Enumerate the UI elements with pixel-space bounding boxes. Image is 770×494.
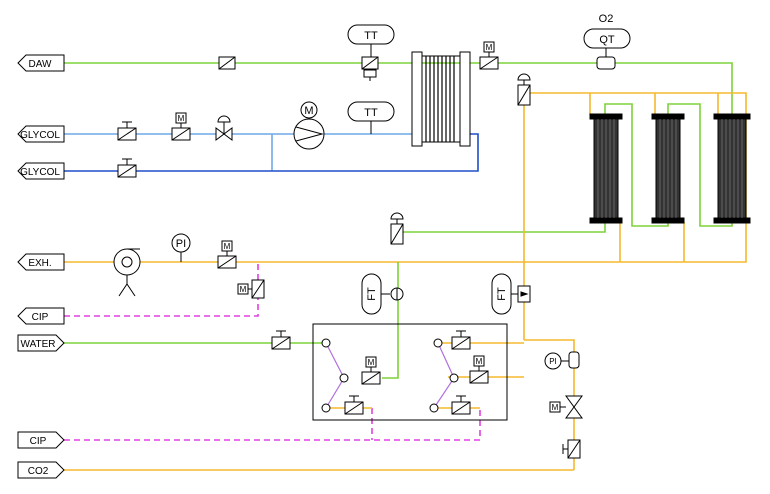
- stream-cip-bottom: CIP: [17, 431, 65, 449]
- manifold-valve-5[interactable]: [451, 395, 471, 415]
- daw-solenoid-valve[interactable]: M: [479, 41, 499, 70]
- ft-left-label: FT: [366, 287, 378, 301]
- stream-daw-label: DAW: [29, 59, 53, 70]
- co2-control-valve[interactable]: M: [549, 395, 583, 419]
- svg-text:M: M: [552, 403, 559, 412]
- manifold-valve-2[interactable]: [344, 395, 364, 415]
- daw-check-valve[interactable]: [218, 56, 236, 70]
- daw-line: [64, 62, 733, 115]
- ft-right[interactable]: FT: [491, 273, 531, 315]
- membrane-module-2: [651, 113, 685, 224]
- stream-glycol-return-label: GLYCOL: [20, 167, 60, 178]
- cip-top-line: [64, 262, 259, 317]
- co2-right-loop: [524, 339, 575, 470]
- co2-pressure-sensor: [568, 351, 580, 369]
- tt-upper[interactable]: TT: [347, 24, 395, 57]
- daw-control-valve[interactable]: [361, 56, 379, 81]
- stream-labels: DAW GLYCOL GLYCOL EXH. CIP WATER CIP CO: [17, 54, 65, 479]
- qt-o2-label: O2: [599, 13, 614, 25]
- glycol-control-valve[interactable]: [215, 115, 233, 141]
- membrane-out-a: [619, 222, 685, 262]
- symbols: M M: [113, 41, 751, 459]
- manifold-nodes: [321, 338, 459, 413]
- svg-text:M: M: [240, 285, 247, 294]
- manifold-valve-4[interactable]: M: [469, 355, 489, 384]
- cip-bottom-line: [64, 408, 481, 441]
- ft-left[interactable]: FT: [361, 273, 404, 315]
- glycol-manual-valve[interactable]: [117, 121, 137, 141]
- stream-glycol-supply: GLYCOL: [17, 125, 65, 143]
- glycol-pump[interactable]: M: [293, 101, 325, 150]
- tt-upper-label: TT: [364, 30, 378, 42]
- glycol-return-valve[interactable]: [117, 158, 137, 178]
- membrane-module-3: [713, 113, 751, 224]
- stream-glycol-supply-label: GLYCOL: [20, 130, 60, 141]
- water-valve[interactable]: [271, 330, 291, 350]
- stream-co2-label: CO2: [28, 466, 49, 477]
- exhaust-line: [64, 92, 747, 263]
- glycol-return-line: [64, 133, 479, 172]
- pipes: [64, 62, 747, 471]
- stream-cip-top-label: CIP: [32, 312, 49, 323]
- qt-sensor-body: [596, 56, 616, 70]
- pi-exhaust-label: PI: [176, 238, 186, 250]
- exhaust-blower[interactable]: [113, 248, 141, 297]
- instruments: TT TT O2 QT PI FT: [171, 13, 631, 370]
- tt-lower[interactable]: TT: [347, 101, 395, 134]
- svg-text:M: M: [224, 242, 231, 251]
- qt-label: QT: [599, 34, 615, 46]
- membrane-feed-a: [589, 93, 719, 115]
- stream-water-label: WATER: [21, 339, 56, 350]
- svg-text:M: M: [368, 358, 375, 367]
- stream-water: WATER: [17, 334, 65, 352]
- membrane-loop: [400, 103, 733, 233]
- pi-co2[interactable]: PI: [544, 352, 569, 370]
- svg-text:M: M: [476, 357, 483, 366]
- stream-cip-top: CIP: [17, 307, 65, 325]
- stream-exhaust-label: EXH.: [28, 258, 51, 269]
- pump-motor-label: M: [304, 105, 313, 117]
- co2-check-valve[interactable]: [562, 439, 581, 459]
- sample-control-valve[interactable]: [390, 212, 404, 245]
- manifold-valve-1[interactable]: M: [361, 356, 381, 385]
- svg-text:M: M: [486, 43, 493, 52]
- stream-cip-bottom-label: CIP: [30, 436, 47, 447]
- stream-co2: CO2: [17, 461, 65, 479]
- stream-exhaust: EXH.: [17, 253, 65, 271]
- stream-glycol-return: GLYCOL: [17, 162, 65, 180]
- qt-analyzer[interactable]: O2 QT: [583, 13, 631, 57]
- valve-manifold: [312, 323, 508, 421]
- pi-co2-label: PI: [549, 357, 557, 366]
- cip-top-valve[interactable]: M: [237, 279, 265, 299]
- plate-heat-exchanger: [411, 51, 471, 147]
- tt-lower-label: TT: [364, 107, 378, 119]
- ft-right-label: FT: [496, 287, 508, 301]
- exhaust-solenoid-valve[interactable]: M: [217, 240, 237, 269]
- glycol-solenoid-valve[interactable]: M: [171, 112, 191, 141]
- svg-text:M: M: [178, 114, 185, 123]
- manifold-valve-3[interactable]: [451, 330, 471, 350]
- co2-vent-valve[interactable]: [517, 73, 531, 106]
- membrane-module-1: [589, 113, 623, 224]
- stream-daw: DAW: [17, 54, 65, 72]
- sample-line: [382, 262, 399, 379]
- pi-exhaust[interactable]: PI: [171, 233, 191, 262]
